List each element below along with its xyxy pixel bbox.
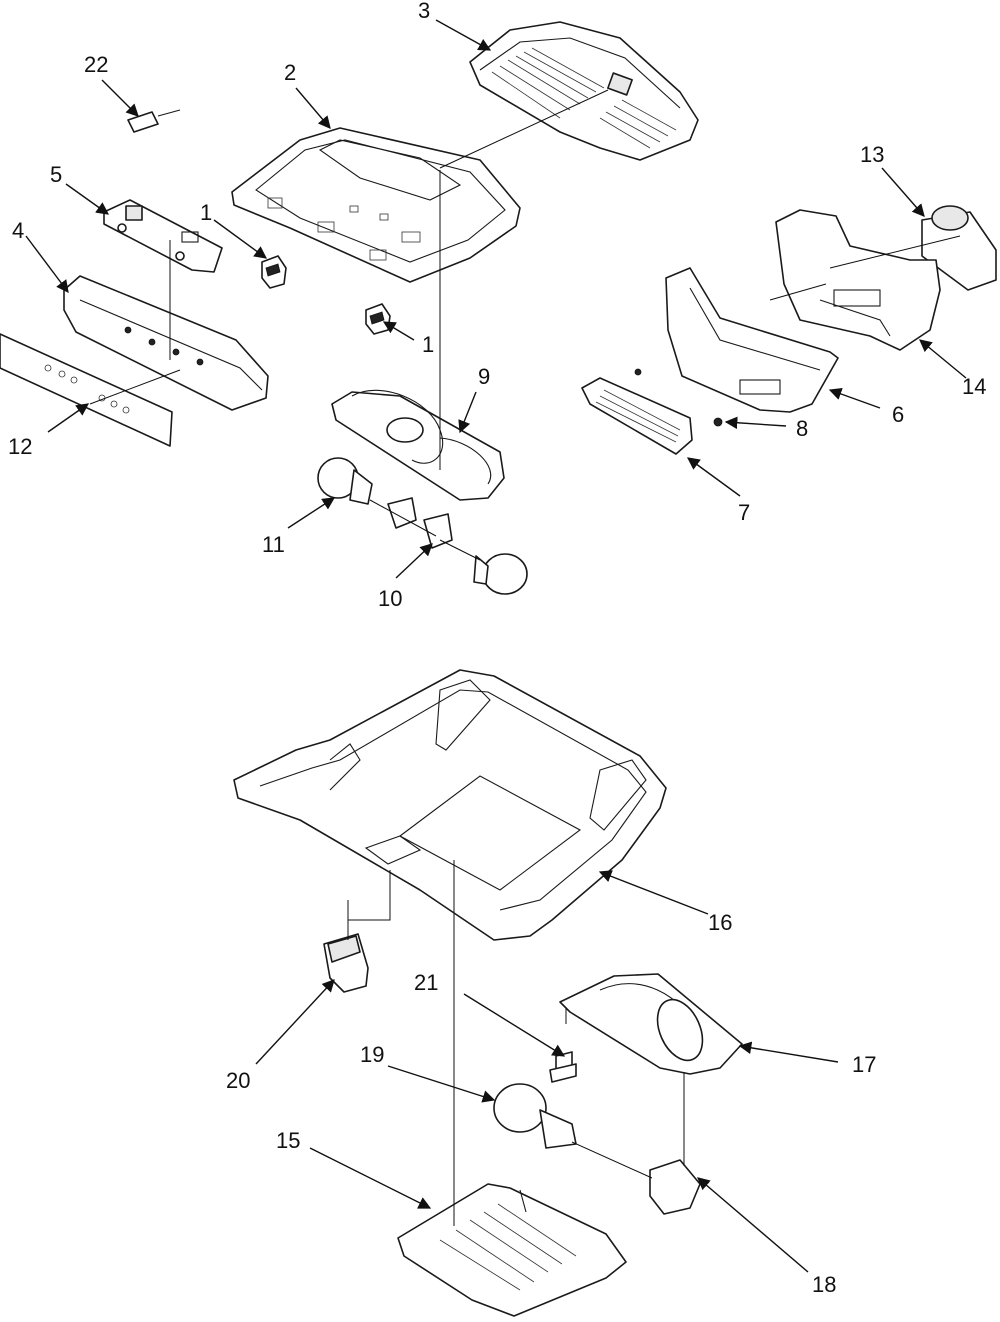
callout-11: 11 [262,532,285,557]
bulb-right [473,553,528,595]
callout-22: 22 [84,52,108,77]
part-19-bulb [493,1083,577,1149]
part-8-screw [634,368,723,427]
callout-15: 15 [276,1128,300,1153]
part-15-drip-tray [397,1183,627,1317]
part-14-rear-duct [775,209,941,351]
callout-20: 20 [226,1068,250,1093]
callout-1-lower: 1 [422,332,434,357]
part-3-vent-cover [469,21,699,161]
callout-2: 2 [284,60,296,85]
callout-labels: 22 2 3 5 4 1 1 9 11 10 12 13 14 6 8 7 16… [8,0,986,1297]
callout-18: 18 [812,1272,836,1297]
part-12-overlay-strip [0,333,173,447]
callout-16: 16 [708,910,732,935]
callout-5: 5 [50,162,62,187]
part-7-grille [581,377,693,455]
callout-7: 7 [738,500,750,525]
callout-9: 9 [478,364,490,389]
callout-13: 13 [860,142,884,167]
callout-6: 6 [892,402,904,427]
part-13-damper [921,205,997,291]
part-4-control-housing [63,275,269,411]
callout-1-upper: 1 [200,200,212,225]
part-20-switch [323,933,369,993]
part-17-light-cover [559,973,743,1075]
callout-8: 8 [796,416,808,441]
callout-10: 10 [378,586,402,611]
part-1-switch-upper [261,255,287,289]
part-5-control-board [103,199,223,273]
part-2-top-frame [231,127,521,283]
part-9-light-housing [331,389,505,501]
part-10-socket [387,497,453,549]
callout-4: 4 [12,218,24,243]
part-18-socket [649,1159,701,1215]
part-6-front-duct [665,267,839,413]
callout-12: 12 [8,434,32,459]
callout-3: 3 [418,0,430,23]
part-1-switch-lower [365,303,391,335]
callout-21: 21 [414,970,438,995]
callout-17: 17 [852,1052,876,1077]
part-11-bulb [317,457,373,505]
part-16-dispenser-base [233,669,667,941]
callout-19: 19 [360,1042,384,1067]
callout-14: 14 [962,374,986,399]
part-22-connector [127,109,181,133]
part-21-screw [549,1051,577,1083]
